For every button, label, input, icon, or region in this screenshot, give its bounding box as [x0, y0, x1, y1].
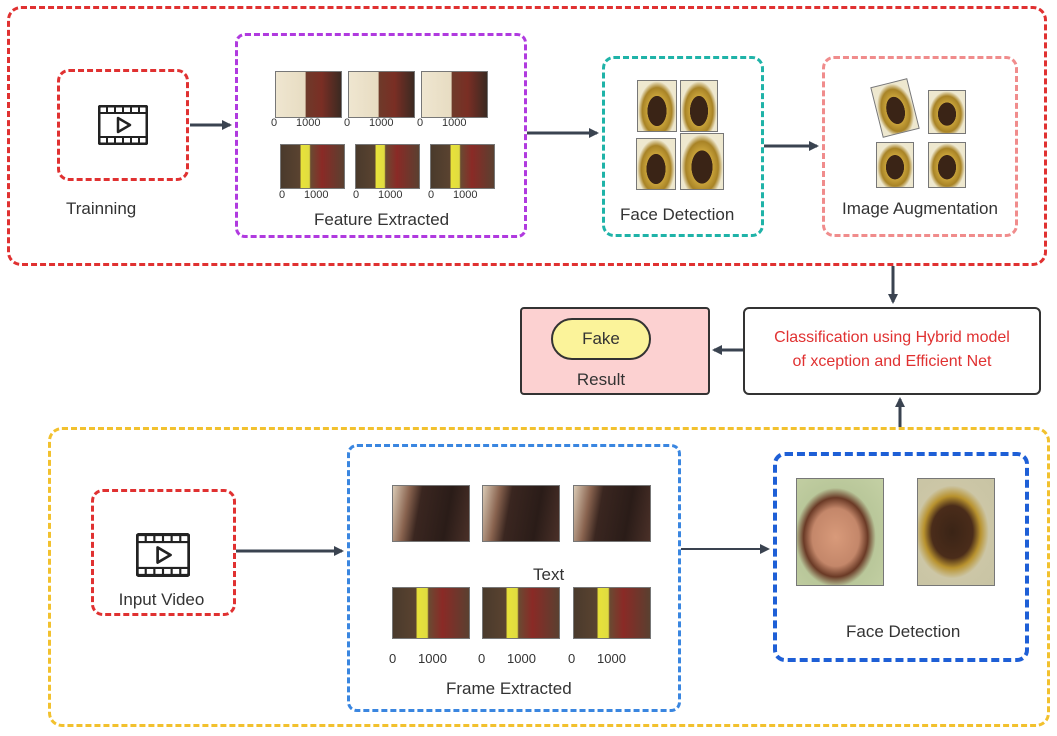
frame-extracted-box — [347, 444, 681, 712]
face-detection-test-label: Face Detection — [846, 622, 961, 641]
face-detection-test-box — [773, 452, 1029, 662]
training-video-box — [57, 69, 189, 181]
result-label: Result — [576, 370, 626, 389]
tick-label: 1000 — [442, 117, 467, 129]
tick-label: 0 — [417, 117, 424, 129]
training-group — [7, 6, 1047, 266]
frame-thumb — [482, 485, 560, 542]
tick-label: 1000 — [597, 651, 626, 666]
feature-thumb — [430, 144, 495, 189]
augment-thumb — [928, 90, 966, 134]
feature-thumb — [421, 71, 488, 118]
image-augmentation-box — [822, 56, 1018, 237]
feature-extracted-label: Feature Extracted — [314, 210, 450, 229]
frame-thumb — [573, 587, 651, 639]
frame-extracted-label: Frame Extracted — [446, 679, 572, 698]
tick-label: 0 — [353, 189, 360, 201]
augment-thumb — [876, 142, 914, 188]
feature-thumb — [355, 144, 420, 189]
video-play-icon — [98, 105, 148, 145]
testing-group — [48, 427, 1050, 727]
face-thumb — [680, 133, 724, 190]
tick-label: 0 — [344, 117, 351, 129]
tick-label: 1000 — [296, 117, 321, 129]
tick-label: 0 — [568, 651, 576, 666]
face-detection-train-box — [602, 56, 764, 237]
input-video-label: Input Video — [118, 590, 205, 609]
tick-label: 0 — [478, 651, 486, 666]
tick-label: 0 — [389, 651, 397, 666]
tick-label: 0 — [428, 189, 435, 201]
tick-label: 0 — [279, 189, 286, 201]
face-thumb — [680, 80, 718, 132]
tick-label: 0 — [271, 117, 278, 129]
tick-label: 1000 — [418, 651, 447, 666]
frame-thumb — [573, 485, 651, 542]
tick-label: 1000 — [507, 651, 536, 666]
face-thumb — [636, 138, 676, 190]
input-video-box — [91, 489, 236, 616]
classification-line2: of xception and Efficient Net — [792, 353, 992, 370]
face-thumb — [796, 478, 884, 586]
tick-label: 1000 — [369, 117, 394, 129]
tick-label: 1000 — [304, 189, 329, 201]
image-augmentation-label: Image Augmentation — [842, 199, 998, 218]
frame-thumb — [482, 587, 560, 639]
frame-thumb — [392, 587, 470, 639]
face-thumb — [637, 80, 677, 132]
face-detection-train-label: Face Detection — [620, 205, 735, 224]
training-label: Trainning — [66, 199, 137, 218]
augment-thumb — [928, 142, 966, 188]
video-play-icon — [136, 533, 190, 577]
feature-extracted-box — [235, 33, 527, 238]
classification-line1: Classification using Hybrid model — [774, 329, 1010, 346]
face-thumb — [917, 478, 995, 586]
feature-thumb — [348, 71, 415, 118]
classification-box — [743, 307, 1041, 395]
frame-thumb — [392, 485, 470, 542]
tick-label: 1000 — [378, 189, 403, 201]
fake-badge — [551, 318, 651, 360]
fake-badge-label: Fake — [582, 329, 620, 348]
frame-text-label: Text — [533, 565, 565, 584]
tick-label: 1000 — [453, 189, 478, 201]
feature-thumb — [280, 144, 345, 189]
feature-thumb — [275, 71, 342, 118]
